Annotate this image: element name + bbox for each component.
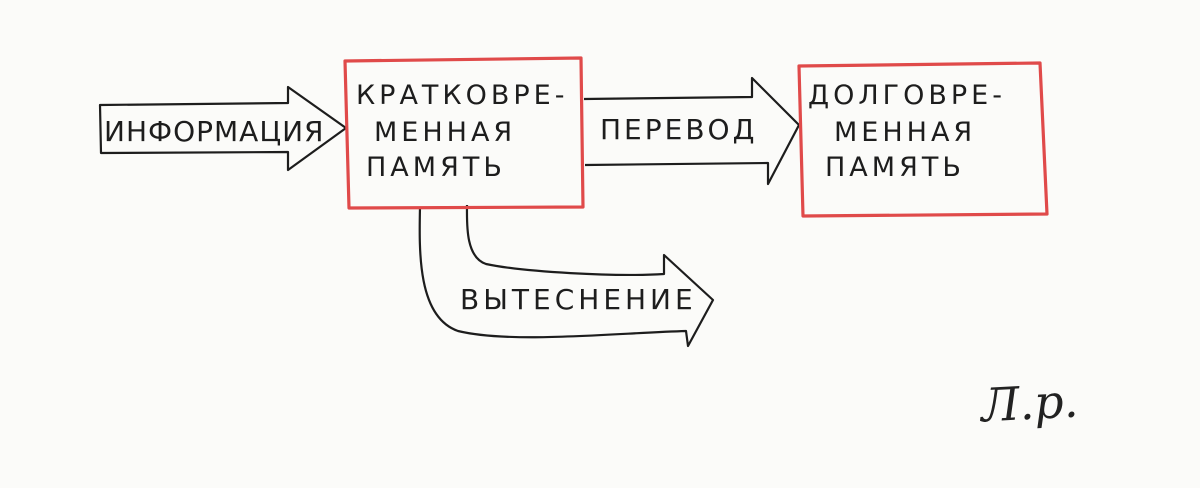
long-term-memory-line-1: ДОЛГОВРЕ- <box>808 80 1006 111</box>
transfer-label: ПЕРЕВОД <box>600 113 758 146</box>
short-term-memory-box <box>343 56 585 210</box>
long-term-memory-box <box>797 61 1049 218</box>
displacement-arrow <box>418 204 715 348</box>
information-label: ИНФОРМАЦИЯ <box>104 115 325 148</box>
information-arrow <box>98 85 348 172</box>
short-term-memory-line-3: ПАМЯТЬ <box>366 152 506 183</box>
displacement-label: ВЫТЕСНЕНИЕ <box>460 283 697 316</box>
long-term-memory-line-3: ПАМЯТЬ <box>825 152 965 183</box>
short-term-memory-line-2: МЕННАЯ <box>374 117 517 148</box>
author-signature: Л.р. <box>979 373 1080 433</box>
long-term-memory-line-2: МЕННАЯ <box>834 117 977 148</box>
short-term-memory-line-1: КРАТКОВРЕ- <box>356 80 569 111</box>
